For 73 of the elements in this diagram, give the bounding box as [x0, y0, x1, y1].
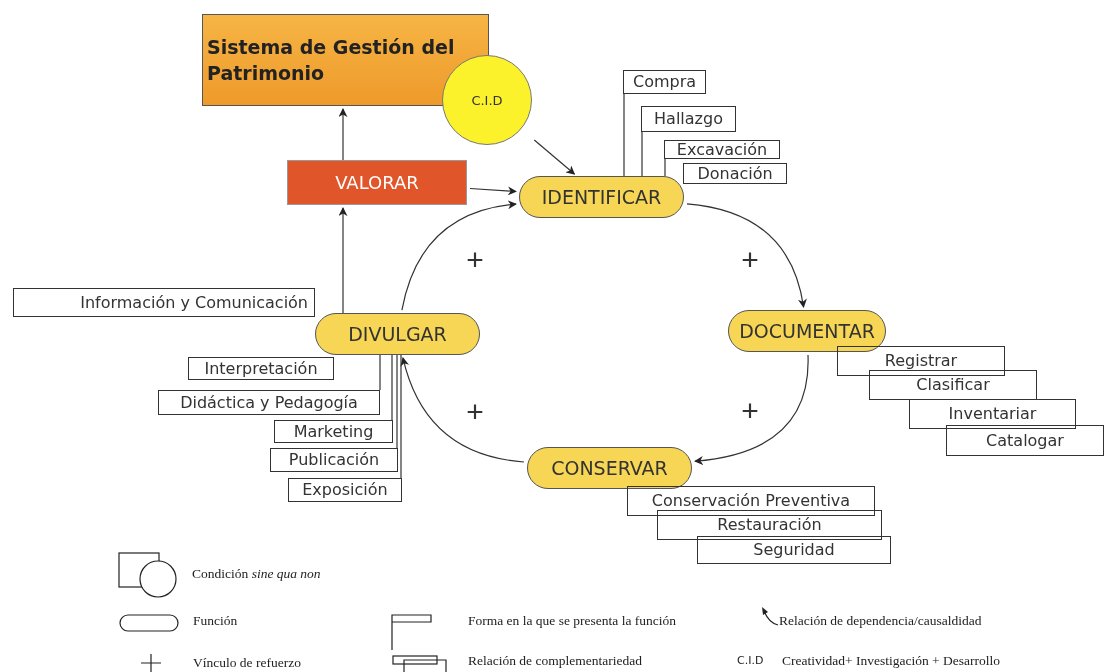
legend-label: Relación de dependencia/causaldidad: [779, 613, 982, 629]
connector-line: [400, 354, 402, 479]
box-title: Sistema de Gestión del Patrimonio: [207, 35, 456, 86]
function-label: DOCUMENTAR: [739, 320, 875, 342]
form-box: [288, 478, 402, 502]
form-label: Restauración: [717, 517, 822, 533]
form-box: [683, 163, 787, 184]
connector-line: [391, 354, 393, 421]
form-box: [270, 448, 398, 472]
legend-label: Forma en la que se presenta la función: [468, 613, 677, 629]
form-box: [664, 140, 780, 159]
form-label: Inventariar: [948, 406, 1037, 422]
reinforcement-sign: +: [741, 245, 759, 275]
form-label: Didáctica y Pedagogía: [180, 394, 358, 411]
form-label: Exposición: [302, 482, 388, 498]
connector-line: [379, 354, 381, 391]
legend-label: Condición sine qua non: [192, 566, 321, 582]
legend-label: Vínculo de refuerzo: [193, 655, 301, 671]
form-box: [274, 420, 393, 443]
arrow: [338, 207, 348, 314]
form-box: [627, 486, 875, 516]
form-label: Excavación: [676, 141, 768, 158]
function-pill: [527, 447, 692, 489]
form-label: Donación: [697, 165, 773, 182]
legend-label: Función: [193, 613, 238, 629]
form-box: [657, 510, 882, 540]
function-label: CONSERVAR: [551, 457, 668, 479]
function-label: DIVULGAR: [348, 323, 447, 345]
action-box: [287, 160, 467, 205]
form-label: Seguridad: [753, 542, 835, 558]
legend-label: Relación de complementariedad: [468, 653, 642, 669]
arrow: [686, 203, 807, 308]
arrow: [469, 186, 517, 196]
form-box: [697, 536, 891, 564]
form-box: [837, 346, 1005, 376]
form-label: Hallazgo: [654, 111, 723, 127]
action-label: VALORAR: [335, 172, 419, 193]
form-box: [623, 70, 706, 94]
reinforcement-sign: +: [741, 396, 759, 426]
form-label: Interpretación: [204, 360, 318, 377]
form-label: Marketing: [293, 423, 374, 440]
arrow: [400, 357, 525, 463]
arrow: [338, 108, 348, 161]
form-box: [869, 370, 1037, 400]
reinforcement-sign: +: [466, 397, 484, 427]
legend-label: Creatividad+ Investigación + Desarrollo: [782, 653, 1001, 669]
form-label: Información y Comunicación: [80, 294, 308, 311]
form-label: Registrar: [884, 353, 958, 369]
function-pill: [519, 176, 684, 218]
form-label: Clasificar: [916, 377, 990, 393]
function-pill: [728, 310, 886, 352]
form-box: [158, 390, 380, 415]
connector-line: [641, 131, 643, 177]
form-label: Catalogar: [986, 432, 1064, 449]
form-label: Publicación: [288, 452, 380, 468]
form-box: [188, 357, 334, 380]
function-label: IDENTIFICAR: [541, 186, 662, 208]
arrow: [533, 139, 576, 175]
reinforcement-sign: +: [466, 245, 484, 275]
function-pill: [315, 313, 480, 355]
form-box: [909, 399, 1076, 429]
form-box: [946, 425, 1104, 456]
form-box: [641, 106, 736, 132]
form-label: Compra: [632, 74, 697, 90]
connector-line: [396, 354, 398, 449]
arrow: [694, 354, 809, 465]
circle-label: C.I.D: [471, 92, 503, 108]
form-label: Conservación Preventiva: [651, 493, 851, 509]
legend-abbreviation: C.I.D: [737, 654, 764, 667]
arrow: [401, 200, 517, 311]
form-box: [13, 288, 315, 317]
connector-line: [664, 158, 666, 177]
connector-line: [623, 93, 625, 177]
